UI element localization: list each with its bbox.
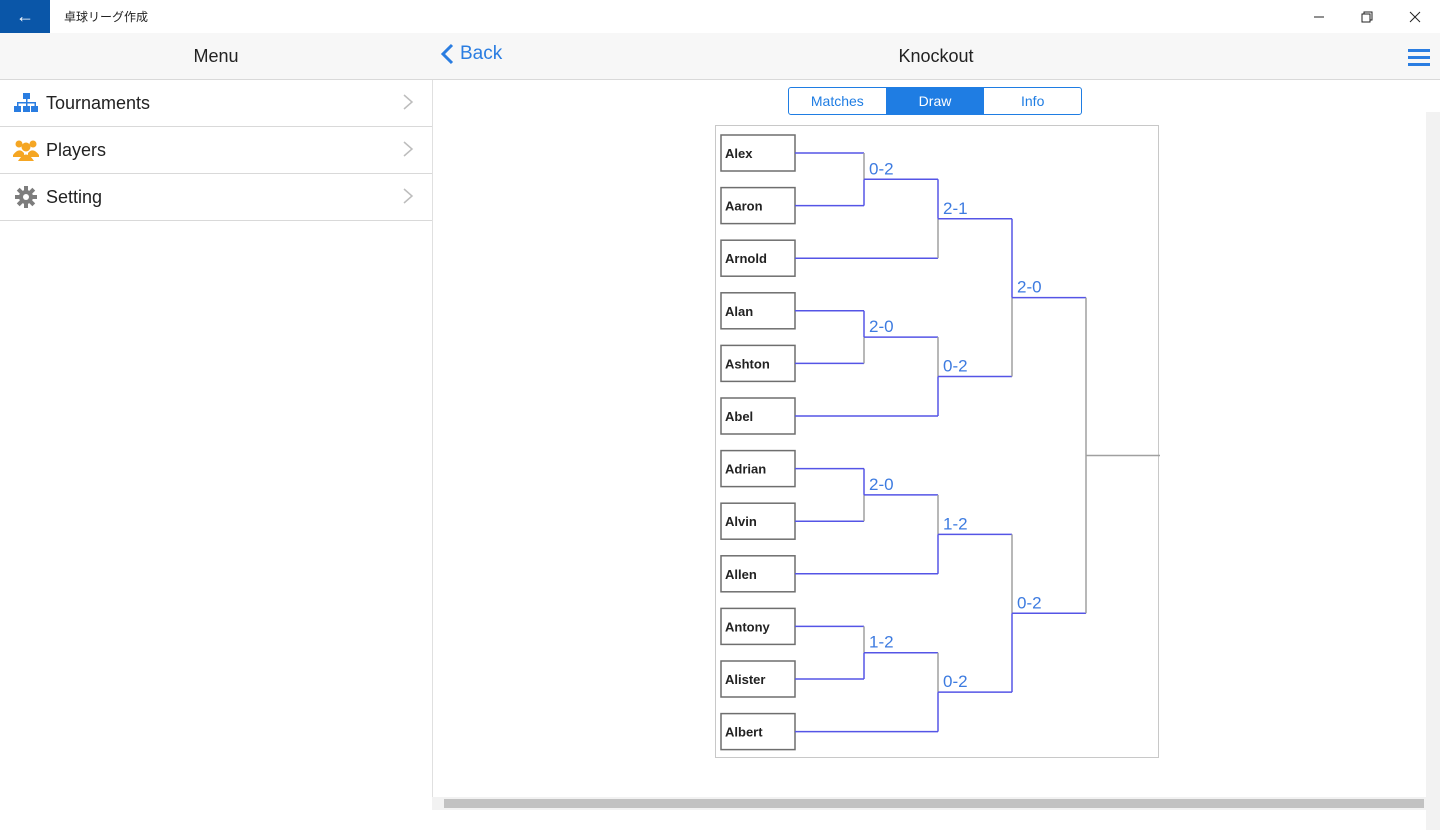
- bracket-svg: AlexAaronArnoldAlanAshtonAbelAdrianAlvin…: [720, 134, 1160, 751]
- minimize-icon: [1314, 16, 1324, 17]
- title-bar: ← 卓球リーグ作成: [0, 0, 1440, 33]
- match-score: 2-0: [1017, 278, 1042, 297]
- back-label: Back: [460, 43, 503, 64]
- close-icon: [1409, 11, 1421, 22]
- vertical-scrollbar[interactable]: [1426, 112, 1440, 830]
- menu-item-setting[interactable]: Setting: [0, 174, 432, 221]
- match-score: 0-2: [943, 672, 968, 691]
- player-name: Allen: [725, 567, 757, 582]
- match-score: 2-0: [869, 317, 894, 336]
- match-score: 1-2: [943, 514, 968, 533]
- player-name: Ashton: [725, 356, 770, 371]
- player-name: Alan: [725, 304, 753, 319]
- scrollbar-thumb[interactable]: [444, 799, 1424, 808]
- player-box[interactable]: [720, 555, 796, 593]
- minimize-button[interactable]: [1296, 0, 1342, 33]
- tab-draw[interactable]: Draw: [886, 88, 985, 114]
- player-name: Arnold: [725, 251, 767, 266]
- chevron-right-icon: [402, 140, 414, 163]
- arrow-left-icon: ←: [16, 6, 34, 26]
- player-name: Alvin: [725, 514, 757, 529]
- menu-item-label: Players: [46, 139, 107, 160]
- view-tabs: Matches Draw Info: [788, 87, 1082, 115]
- menu-item-label: Tournaments: [46, 92, 151, 113]
- close-button[interactable]: [1392, 0, 1438, 33]
- player-name: Alex: [725, 146, 753, 161]
- match-score: 1-2: [869, 633, 894, 652]
- player-box[interactable]: [720, 344, 796, 383]
- player-box[interactable]: [720, 660, 796, 698]
- player-name: Aaron: [725, 199, 763, 214]
- chevron-left-icon: [440, 43, 454, 65]
- match-score: 0-2: [869, 159, 894, 178]
- player-box[interactable]: [720, 292, 796, 330]
- page-title: Knockout: [898, 46, 974, 66]
- player-box[interactable]: [720, 449, 796, 488]
- players-icon: [12, 136, 40, 164]
- menu-item-tournaments[interactable]: Tournaments: [0, 80, 432, 127]
- restore-icon: [1361, 11, 1373, 22]
- menu-header: Menu: [0, 33, 432, 80]
- window-back-button[interactable]: ←: [0, 0, 50, 33]
- menu-item-players[interactable]: Players: [0, 127, 432, 174]
- player-box[interactable]: [720, 186, 796, 225]
- chevron-right-icon: [402, 187, 414, 210]
- match-score: 0-2: [943, 357, 968, 376]
- match-score: 2-1: [943, 199, 968, 218]
- back-button[interactable]: Back: [440, 43, 502, 65]
- tab-info[interactable]: Info: [1021, 93, 1045, 109]
- main-header: Back Knockout: [432, 33, 1440, 80]
- player-box[interactable]: [720, 607, 796, 646]
- player-box[interactable]: [720, 134, 796, 172]
- menu-item-label: Setting: [46, 186, 103, 207]
- hamburger-menu-button[interactable]: [1408, 48, 1430, 71]
- horizontal-scrollbar[interactable]: [432, 797, 1440, 810]
- menu-panel: Menu Tournaments: [0, 33, 433, 810]
- match-score: 0-2: [1017, 593, 1042, 612]
- player-name: Abel: [725, 409, 753, 424]
- chevron-right-icon: [402, 93, 414, 116]
- player-name: Alister: [725, 672, 765, 687]
- window-title: 卓球リーグ作成: [64, 10, 149, 24]
- player-box[interactable]: [720, 239, 796, 277]
- hamburger-icon: [1408, 49, 1430, 66]
- player-name: Adrian: [725, 462, 766, 477]
- gear-icon: [12, 183, 40, 211]
- restore-button[interactable]: [1344, 0, 1390, 33]
- tab-matches[interactable]: Matches: [789, 88, 887, 114]
- player-name: Antony: [725, 619, 771, 634]
- player-box[interactable]: [720, 397, 796, 435]
- match-score: 2-0: [869, 475, 894, 494]
- tournament-icon: [12, 89, 40, 117]
- player-name: Albert: [725, 725, 763, 740]
